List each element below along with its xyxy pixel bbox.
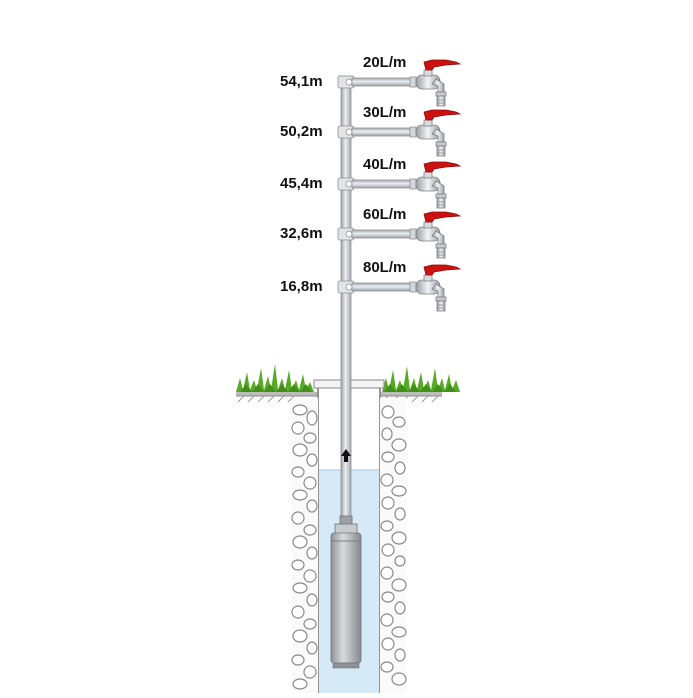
- outlet-5: [337, 264, 462, 312]
- flow-rate-label: 20L/m: [363, 54, 407, 71]
- outlet-4: [337, 211, 462, 259]
- branch-coupling: [409, 126, 417, 138]
- outlet-3: [337, 161, 462, 209]
- height-label: 54,1m: [280, 73, 323, 90]
- tee-fitting-eye: [345, 128, 353, 136]
- tap-handle[interactable]: [423, 161, 462, 173]
- tap-handle[interactable]: [423, 109, 462, 121]
- tap-icon[interactable]: [415, 59, 462, 107]
- height-label: 16,8m: [280, 278, 323, 295]
- flow-rate-label: 40L/m: [363, 156, 407, 173]
- grass-left: [236, 364, 314, 392]
- tap-handle[interactable]: [423, 59, 462, 71]
- outlet-2: [337, 109, 462, 157]
- branch-coupling: [409, 76, 417, 88]
- outlet-1: [337, 59, 462, 107]
- tee-fitting-eye: [345, 180, 353, 188]
- submersible-pump: [330, 515, 362, 669]
- branch-pipe: [351, 127, 415, 137]
- tap-icon[interactable]: [415, 109, 462, 157]
- branch-coupling: [409, 281, 417, 293]
- flow-rate-label: 60L/m: [363, 206, 407, 223]
- branch-pipe: [351, 179, 415, 189]
- height-label: 45,4m: [280, 175, 323, 192]
- flow-rate-label: 30L/m: [363, 104, 407, 121]
- branch-pipe: [351, 282, 415, 292]
- height-label: 50,2m: [280, 123, 323, 140]
- branch-pipe: [351, 77, 415, 87]
- height-label: 32,6m: [280, 225, 323, 242]
- gravel-wall-right: [380, 398, 407, 693]
- flow-rate-label: 80L/m: [363, 259, 407, 276]
- tap-icon[interactable]: [415, 211, 462, 259]
- branch-pipe: [351, 229, 415, 239]
- branch-coupling: [409, 178, 417, 190]
- tee-fitting-eye: [345, 230, 353, 238]
- tap-icon[interactable]: [415, 161, 462, 209]
- tap-icon[interactable]: [415, 264, 462, 312]
- tee-fitting-eye: [345, 283, 353, 291]
- branch-coupling: [409, 228, 417, 240]
- outlets-layer: [337, 59, 462, 312]
- tap-handle[interactable]: [423, 264, 462, 276]
- grass-right: [382, 366, 460, 392]
- gravel-wall-left: [291, 398, 318, 693]
- flow-arrow-icon: [341, 449, 351, 462]
- tee-fitting-eye: [345, 78, 353, 86]
- tap-handle[interactable]: [423, 211, 462, 223]
